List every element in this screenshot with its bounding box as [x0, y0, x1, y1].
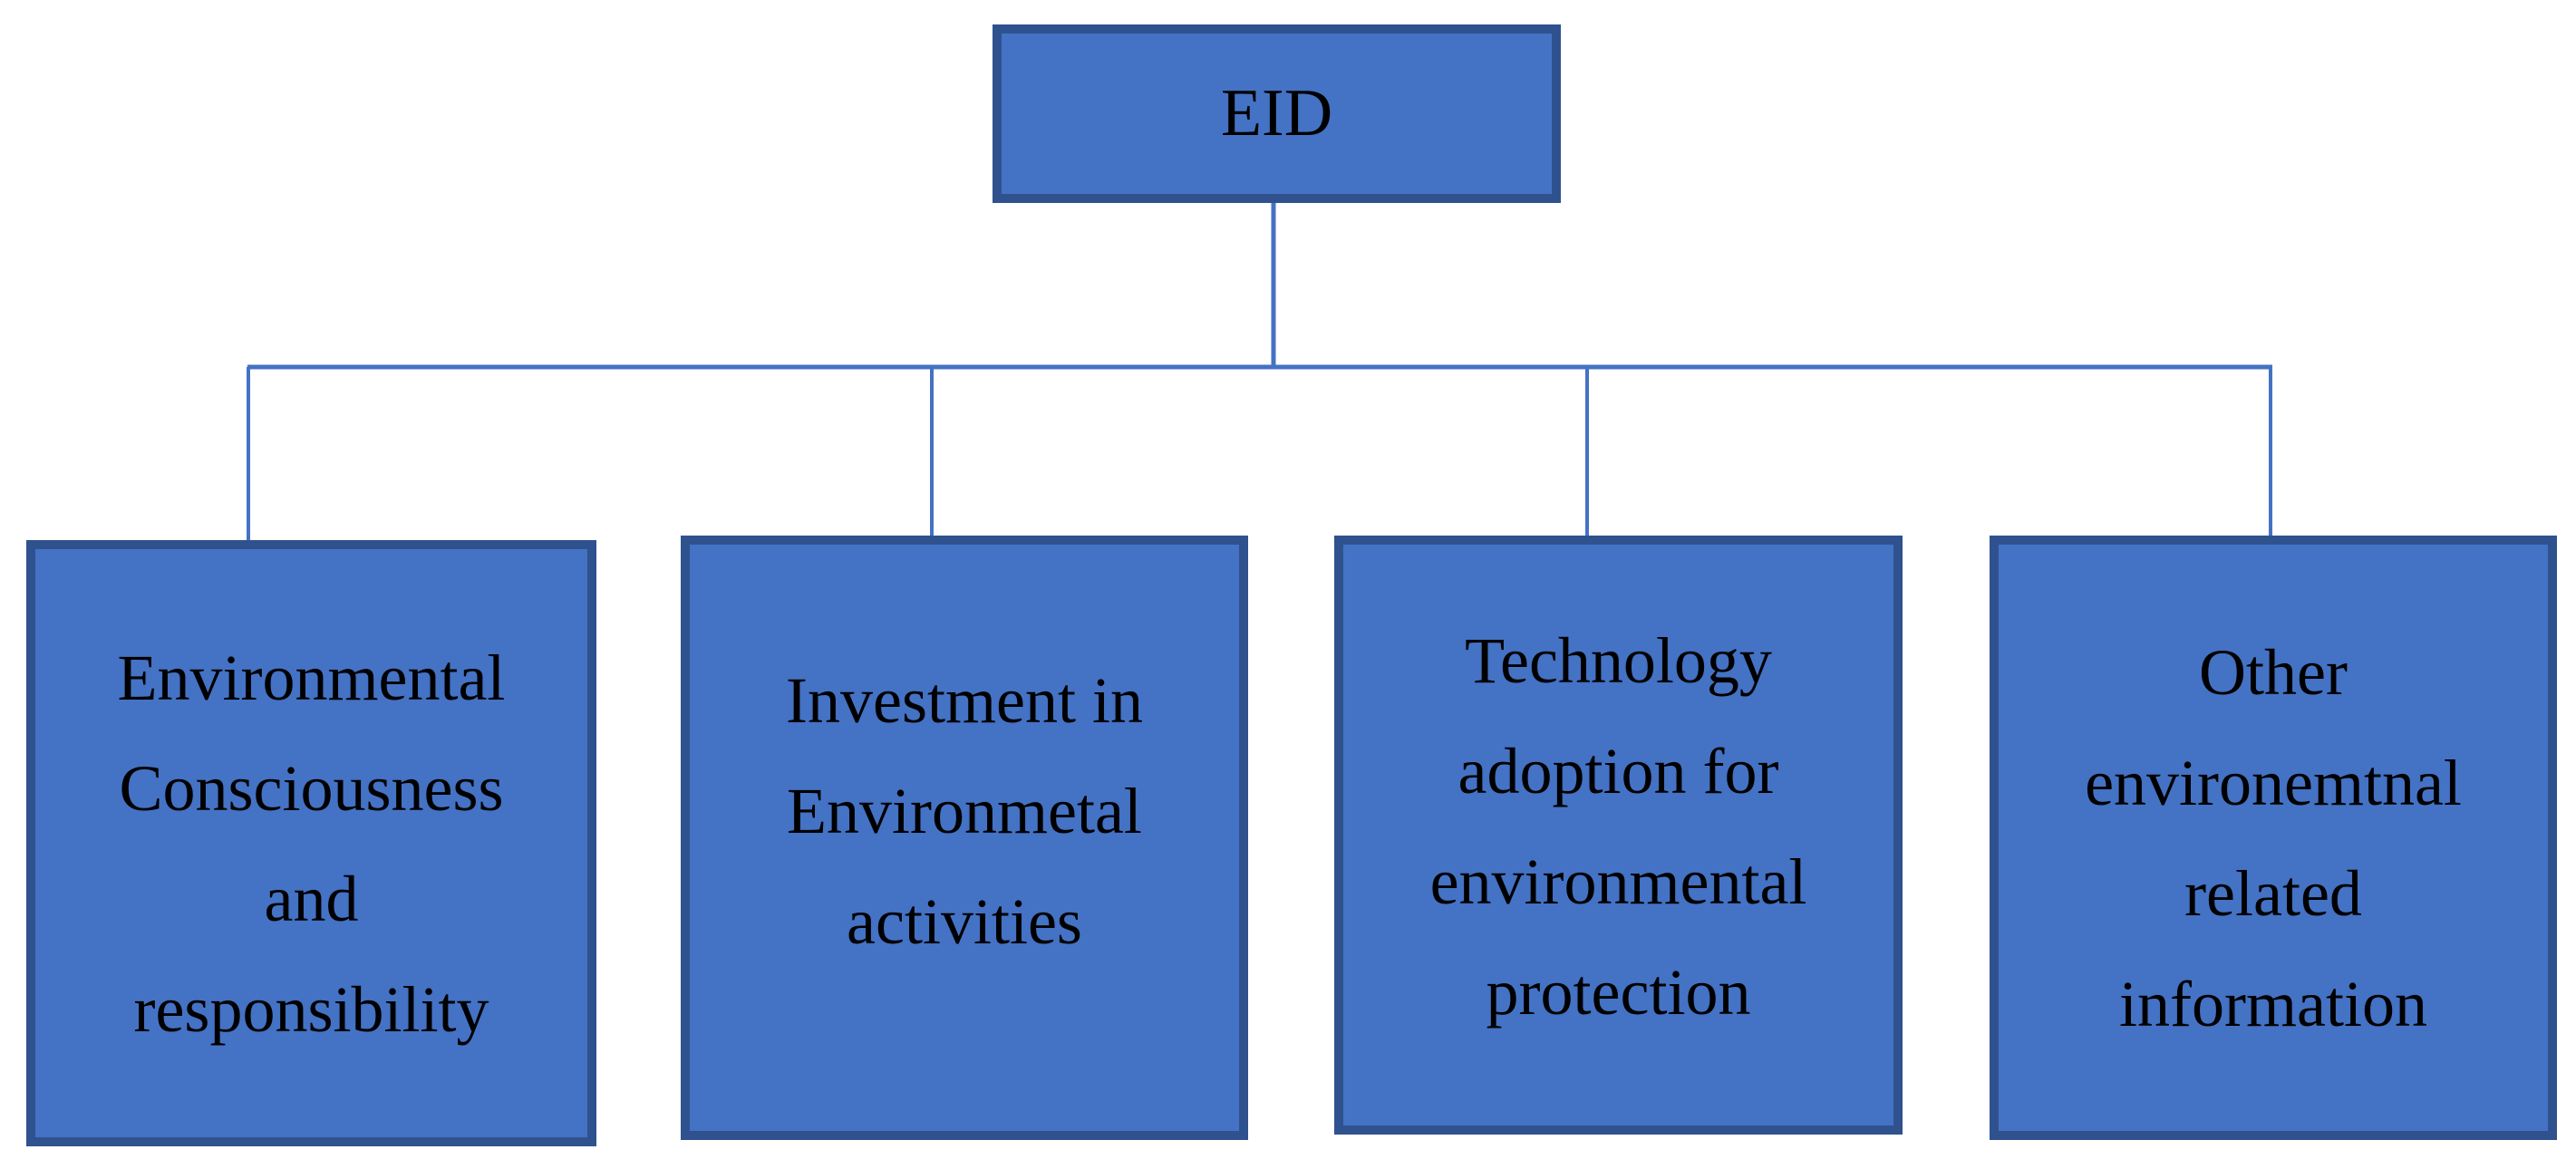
- child-node-other-information: Other environemtnal related information: [1990, 536, 2557, 1140]
- child-node-label: Other environemtnal related information: [2085, 635, 2462, 1040]
- child-node-technology-adoption: Technology adoption for environmental pr…: [1334, 536, 1903, 1135]
- child-node-label: Investment in Environmetal activities: [786, 663, 1143, 958]
- child-node-label: Technology adoption for environmental pr…: [1429, 623, 1807, 1029]
- root-node-eid: EID: [993, 24, 1561, 203]
- child-node-label: Environmental Consciousness and responsi…: [117, 641, 506, 1046]
- child-node-environmental-consciousness: Environmental Consciousness and responsi…: [26, 540, 596, 1146]
- child-node-investment: Investment in Environmetal activities: [681, 536, 1248, 1140]
- root-node-label: EID: [1220, 76, 1333, 150]
